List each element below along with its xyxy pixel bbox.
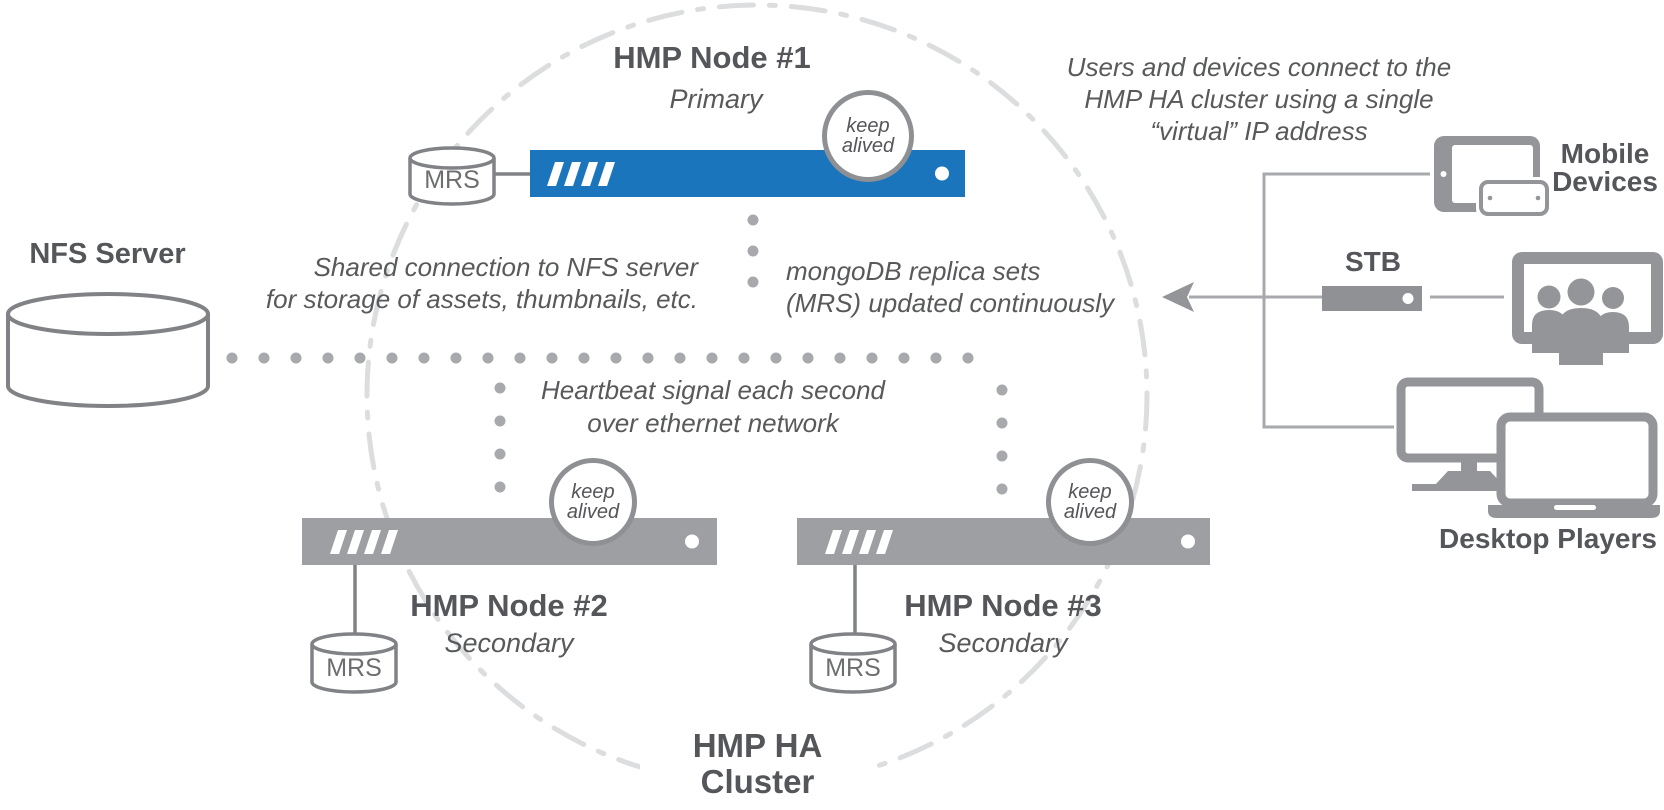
mobile-devices-icon: [1434, 136, 1552, 219]
mobile-devices-label: Mobile Devices: [1552, 138, 1658, 197]
mrs1-database-icon: [408, 146, 496, 206]
desktop-players-icon: [1396, 377, 1660, 518]
node3-server-bar: [797, 518, 1210, 565]
cluster-label: HMP HA Cluster: [640, 728, 875, 800]
mrs1-label: MRS: [424, 166, 480, 194]
node3-keepalived-badge: keep alived: [1046, 458, 1134, 546]
node3-title: HMP Node #3: [904, 588, 1102, 623]
node1-title: HMP Node #1: [613, 40, 811, 75]
mongodb-replica-note: mongoDB replica sets (MRS) updated conti…: [786, 256, 1115, 318]
node3-role: Secondary: [938, 628, 1068, 658]
mrs2-database-icon: [310, 632, 398, 694]
stb-label: STB: [1345, 246, 1401, 277]
node1-role: Primary: [669, 84, 763, 114]
heartbeat-note: Heartbeat signal each second over ethern…: [540, 375, 885, 438]
node2-title: HMP Node #2: [410, 588, 608, 623]
nfs-server-label: NFS Server: [29, 238, 186, 270]
mrs3-database-icon: [809, 632, 897, 694]
node2-keepalived-badge: keep alived: [549, 458, 637, 546]
nfs-server-icon: [6, 292, 210, 408]
virtual-ip-arrow-icon: [1162, 282, 1194, 312]
tv-audience-icon: [1512, 252, 1663, 365]
access-network-lines: [1189, 172, 1504, 429]
node1-keepalived-badge: keep alived: [822, 90, 914, 182]
node2-server-bar: [302, 518, 717, 565]
users-note: Users and devices connect to the HMP HA …: [1066, 52, 1452, 146]
shared-connection-note: Shared connection to NFS server for stor…: [265, 252, 698, 314]
mrs2-label: MRS: [326, 654, 382, 682]
stb-icon: [1322, 286, 1422, 311]
mrs3-label: MRS: [825, 654, 881, 682]
node2-role: Secondary: [444, 628, 574, 658]
desktop-players-label: Desktop Players: [1439, 523, 1657, 554]
